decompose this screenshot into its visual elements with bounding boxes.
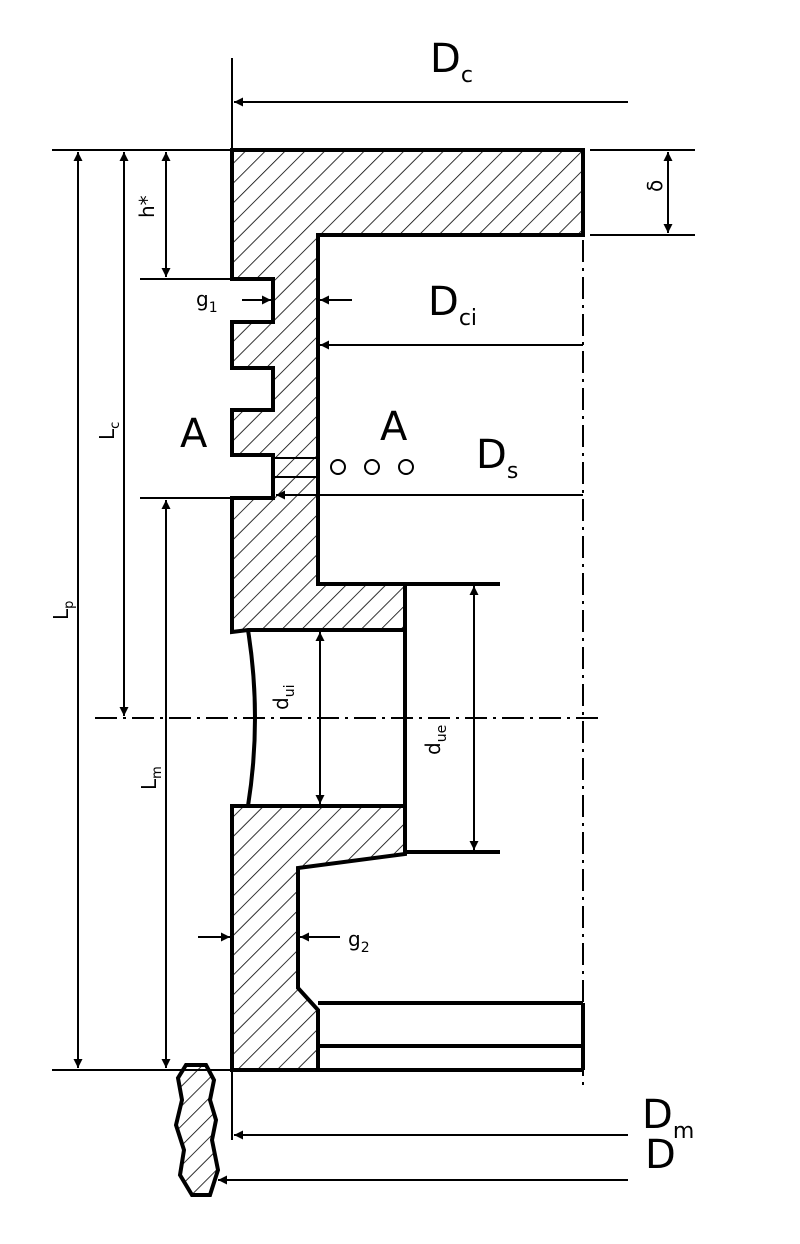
hatched-support (173, 1063, 221, 1197)
label-Dci: Dci (428, 279, 477, 331)
label-due: due (421, 725, 450, 755)
label-Lc: Lc (95, 422, 123, 440)
label-g1: g1 (196, 287, 218, 316)
label-A-right: A (380, 404, 408, 450)
label-A-left: A (180, 411, 208, 457)
label-Dm: Dm (642, 1092, 694, 1144)
hatched-body-upper (230, 148, 585, 635)
label-Lm: Lm (137, 766, 165, 790)
hole-1 (330, 459, 346, 475)
label-Dc: Dc (430, 36, 473, 88)
hole-3 (398, 459, 414, 475)
label-Ds: Ds (476, 432, 518, 484)
hole-2 (364, 459, 380, 475)
label-Lp: Lp (49, 601, 77, 620)
label-g2: g2 (348, 927, 370, 956)
label-dui: dui (269, 685, 298, 710)
label-D: D (645, 1132, 676, 1178)
label-h-star: h* (135, 195, 159, 218)
label-delta: δ (643, 180, 667, 192)
